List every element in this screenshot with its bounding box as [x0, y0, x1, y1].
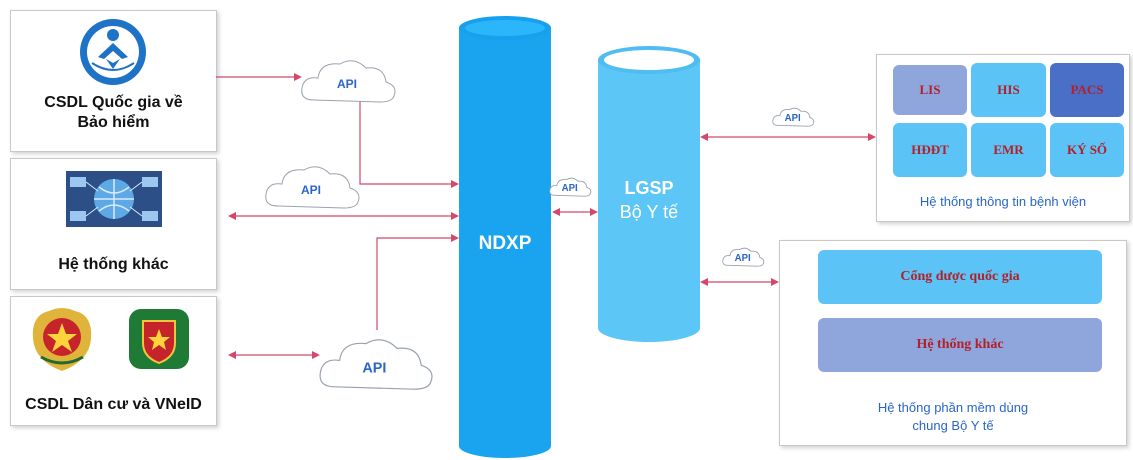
- network-globe-icon: [66, 171, 162, 227]
- other-system-box: Hệ thống khác: [10, 158, 217, 290]
- bhxh-box: CSDL Quốc gia về Bảo hiểm: [10, 10, 217, 152]
- tile-kyso: KÝ SỐ: [1050, 123, 1124, 177]
- lgsp-cylinder: [598, 46, 700, 342]
- api-cloud-4: API: [549, 177, 592, 197]
- shared-software-box: Cổng dược quốc gia Hệ thống khác Hệ thốn…: [779, 240, 1127, 446]
- api-cloud-6: API: [722, 247, 765, 267]
- api-cloud-5: API: [772, 107, 815, 127]
- api-label-2: API: [301, 183, 321, 197]
- shared-caption-line2: chung Bộ Y tế: [912, 418, 994, 433]
- hospital-system-caption: Hệ thống thông tin bệnh viện: [919, 194, 1087, 209]
- lgsp-label-line1: LGSP: [624, 178, 674, 198]
- ndxp-label: NDXP: [478, 233, 532, 254]
- bhxh-label: CSDL Quốc gia về Bảo hiểm: [44, 94, 183, 131]
- bhxh-logo-icon: [80, 19, 146, 85]
- ndxp-cylinder: [459, 16, 551, 458]
- police-emblem-icon: [32, 308, 92, 371]
- tile-pacs: PACS: [1050, 63, 1124, 117]
- vneid-logo-icon: [129, 309, 189, 369]
- bar-he-thong-khac: Hệ thống khác: [818, 318, 1102, 372]
- connector-dancu-ndxp: [376, 234, 459, 330]
- api-label-3: API: [362, 360, 386, 376]
- lgsp-label-line2: Bộ Y tế: [619, 202, 679, 222]
- hospital-system-box: LIS HIS PACS HĐĐT EMR KÝ SỐ Hệ thống thô…: [876, 54, 1130, 222]
- bar-cong-duoc: Cổng dược quốc gia: [818, 250, 1102, 304]
- api-label-5: API: [785, 113, 801, 124]
- shared-caption-line1: Hệ thống phần mềm dùng: [877, 400, 1029, 415]
- dancu-box: CSDL Dân cư và VNeID: [10, 296, 217, 426]
- tile-his: HIS: [971, 63, 1046, 117]
- tile-lis: LIS: [893, 65, 967, 115]
- dancu-label: CSDL Dân cư và VNeID: [25, 396, 202, 413]
- connector-bhxh-ndxp: [359, 100, 459, 188]
- tile-hddt: HĐĐT: [893, 123, 967, 177]
- api-label-6: API: [735, 253, 751, 264]
- tile-emr: EMR: [971, 123, 1046, 177]
- api-label-1: API: [337, 77, 357, 91]
- api-label-4: API: [562, 183, 578, 194]
- api-cloud-1: API: [301, 60, 396, 103]
- other-system-label: Hệ thống khác: [58, 256, 169, 273]
- api-cloud-3: API: [319, 339, 433, 390]
- api-cloud-2: API: [265, 166, 360, 209]
